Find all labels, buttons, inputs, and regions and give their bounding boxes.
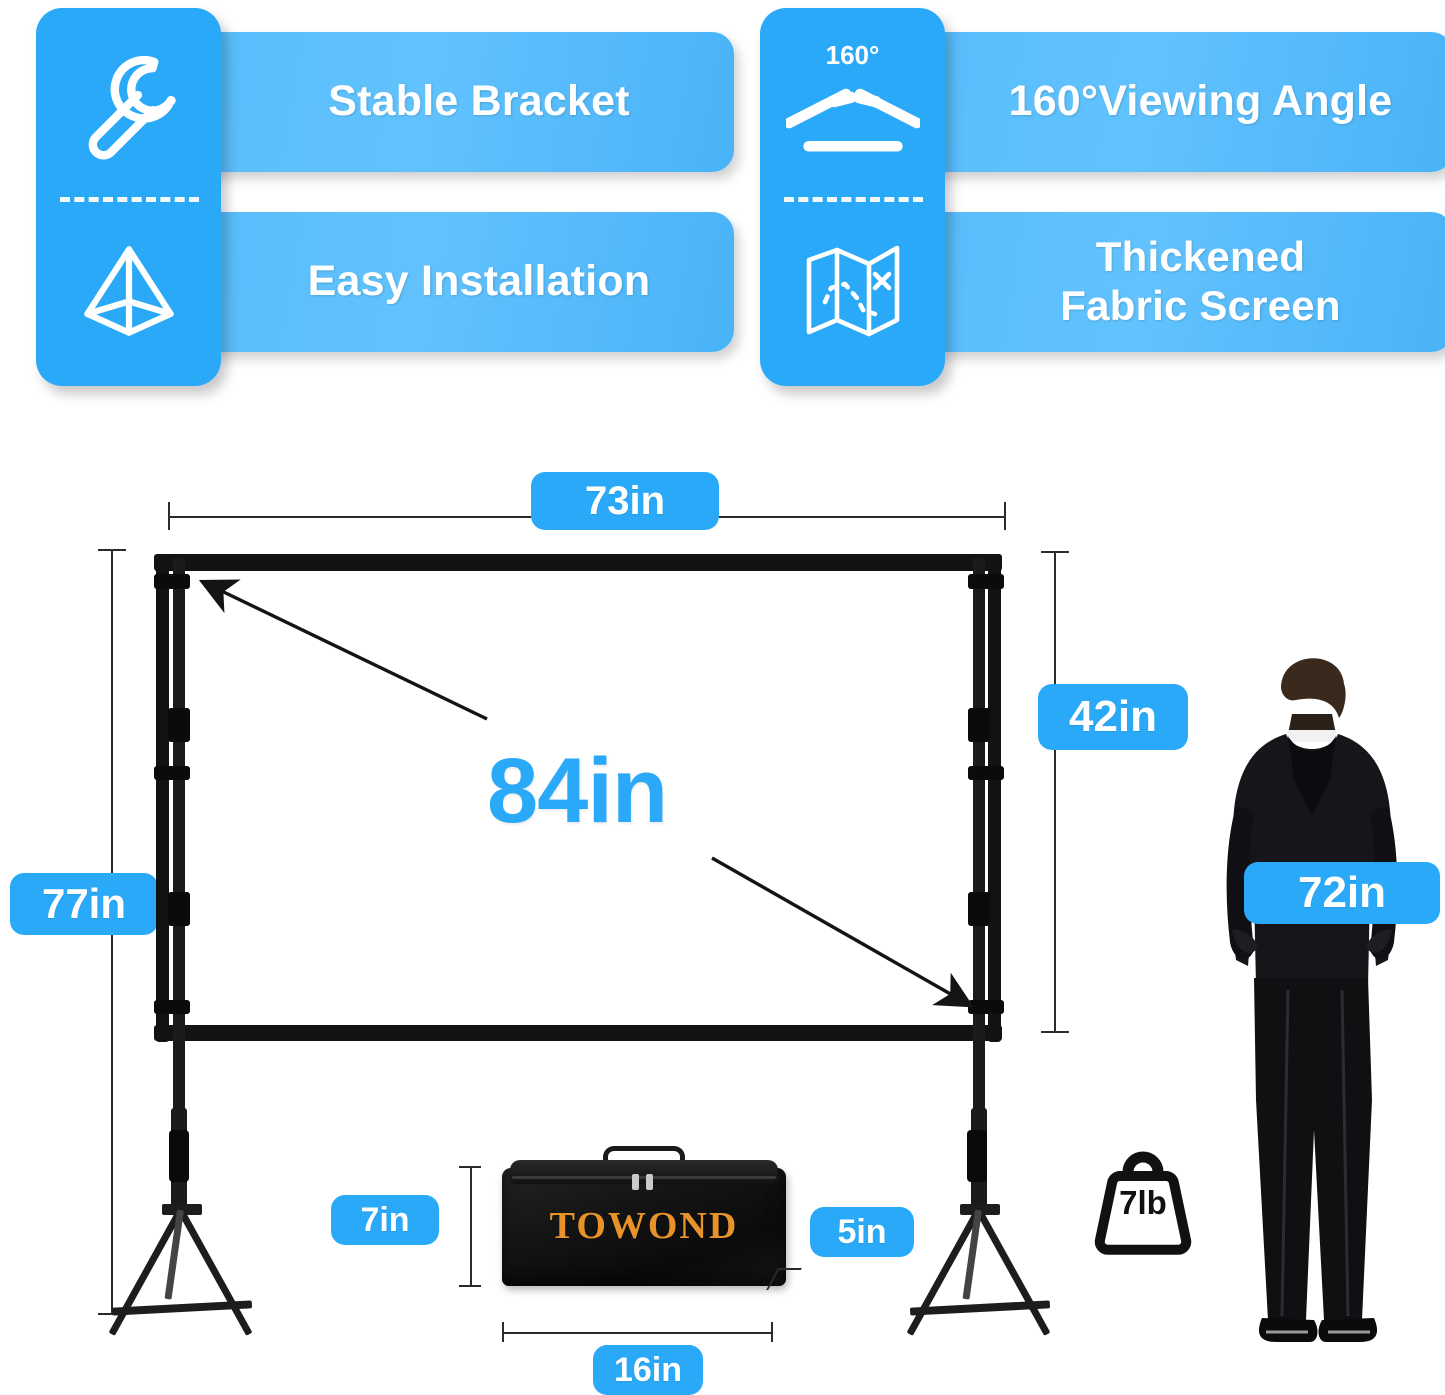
feature-label-stable-bracket: Stable Bracket (169, 32, 734, 172)
frame-clamp (968, 708, 990, 742)
badge-bag-height: 7in (331, 1195, 439, 1245)
tripod-leg-center (164, 1209, 184, 1300)
wrench-icon (36, 24, 221, 184)
pyramid-icon (36, 208, 221, 373)
frame-clamp (968, 574, 1004, 589)
bag-handle-icon (603, 1146, 685, 1173)
feature-icon-column-right: 160° (760, 8, 945, 386)
screen-height-tick-top (1041, 551, 1069, 553)
frame-clamp (168, 708, 190, 742)
feature-label-text: Easy Installation (307, 257, 651, 306)
badge-screen-height-text: 42in (1068, 692, 1158, 741)
feature-label-line2: Fabric Screen (1060, 282, 1341, 329)
feature-label-text: 160°Viewing Angle (1008, 77, 1393, 126)
frame-clamp (168, 892, 190, 926)
width-measure-tick-right (1004, 502, 1006, 530)
feature-divider-dashed (784, 197, 923, 202)
feature-icon-column-left (36, 8, 221, 386)
bag-top-panel (510, 1160, 778, 1184)
tripod-leg-right (975, 1208, 1051, 1336)
badge-total-height-text: 77in (41, 880, 127, 927)
feature-label-text: Stable Bracket (328, 77, 630, 126)
bag-width-tick-right (771, 1322, 773, 1342)
feature-group-right: 160°Viewing Angle Thickened Fabric Scree… (760, 8, 1445, 388)
feature-divider-dashed (60, 197, 199, 202)
bag-zipper-pull (632, 1174, 639, 1190)
feature-label-easy-installation: Easy Installation (169, 212, 734, 352)
carry-bag: TOWOND (502, 1146, 786, 1294)
bag-height-measure-line (470, 1166, 472, 1286)
badge-bag-height-text: 7in (360, 1200, 410, 1239)
frame-clamp (154, 1000, 190, 1014)
left-tripod (108, 1204, 380, 1348)
bag-brand-text: TOWOND (549, 1205, 739, 1247)
frame-clamp (968, 766, 1004, 780)
post-collar (967, 1130, 987, 1182)
post-collar (169, 1130, 189, 1182)
screen-height-measure-line (1054, 551, 1056, 1032)
frame-clamp (968, 1000, 1004, 1014)
person-reference-figure (1196, 630, 1426, 1348)
frame-clamp (154, 574, 190, 589)
bag-width-measure-line (502, 1332, 772, 1334)
feature-group-left: Stable Bracket Easy Installation (36, 8, 736, 388)
right-tripod (906, 1204, 1178, 1348)
badge-bag-width-text: 16in (613, 1350, 683, 1389)
bag-zipper (512, 1176, 776, 1179)
frame-left-rail (156, 558, 169, 1042)
badge-total-height: 77in (10, 873, 158, 935)
badge-screen-width-text: 73in (584, 478, 666, 523)
weight-icon: 7lb (1084, 1146, 1202, 1258)
bag-zipper-pull (646, 1174, 653, 1190)
tripod-leg-center (962, 1209, 982, 1300)
weight-icon-text: 7lb (1119, 1184, 1167, 1221)
tripod-leg-right (177, 1208, 253, 1336)
screen-height-tick-bottom (1041, 1031, 1069, 1033)
width-measure-tick-left (168, 502, 170, 530)
feature-label-text-multiline: Thickened Fabric Screen (1005, 233, 1340, 330)
bag-height-tick-bottom (459, 1285, 481, 1287)
left-support-post (173, 558, 185, 1118)
feature-label-viewing-angle: 160°Viewing Angle (893, 32, 1445, 172)
folded-map-icon (760, 208, 945, 373)
badge-bag-width: 16in (593, 1345, 703, 1395)
right-support-post (973, 558, 985, 1118)
frame-top-bar (154, 554, 1002, 571)
frame-right-rail (988, 558, 1001, 1042)
feature-label-line1: Thickened (1095, 233, 1306, 281)
badge-bag-depth: 5in (810, 1207, 914, 1257)
bag-body (502, 1168, 786, 1286)
frame-clamp (154, 766, 190, 780)
viewing-angle-icon-degrees: 160° (825, 40, 880, 70)
badge-bag-depth-text: 5in (837, 1212, 887, 1251)
badge-screen-height: 42in (1038, 684, 1188, 750)
badge-person-height: 72in (1244, 862, 1440, 924)
bag-height-tick-top (459, 1166, 481, 1168)
badge-person-height-text: 72in (1297, 868, 1387, 917)
badge-screen-width: 73in (531, 472, 719, 530)
frame-bottom-bar (154, 1025, 1002, 1041)
screen-diagonal-label: 84in (487, 740, 668, 842)
feature-label-thickened-fabric: Thickened Fabric Screen (893, 212, 1445, 352)
total-height-tick-top (98, 549, 126, 551)
frame-clamp (968, 892, 990, 926)
viewing-angle-icon: 160° (760, 24, 945, 184)
bag-width-tick-left (502, 1322, 504, 1342)
